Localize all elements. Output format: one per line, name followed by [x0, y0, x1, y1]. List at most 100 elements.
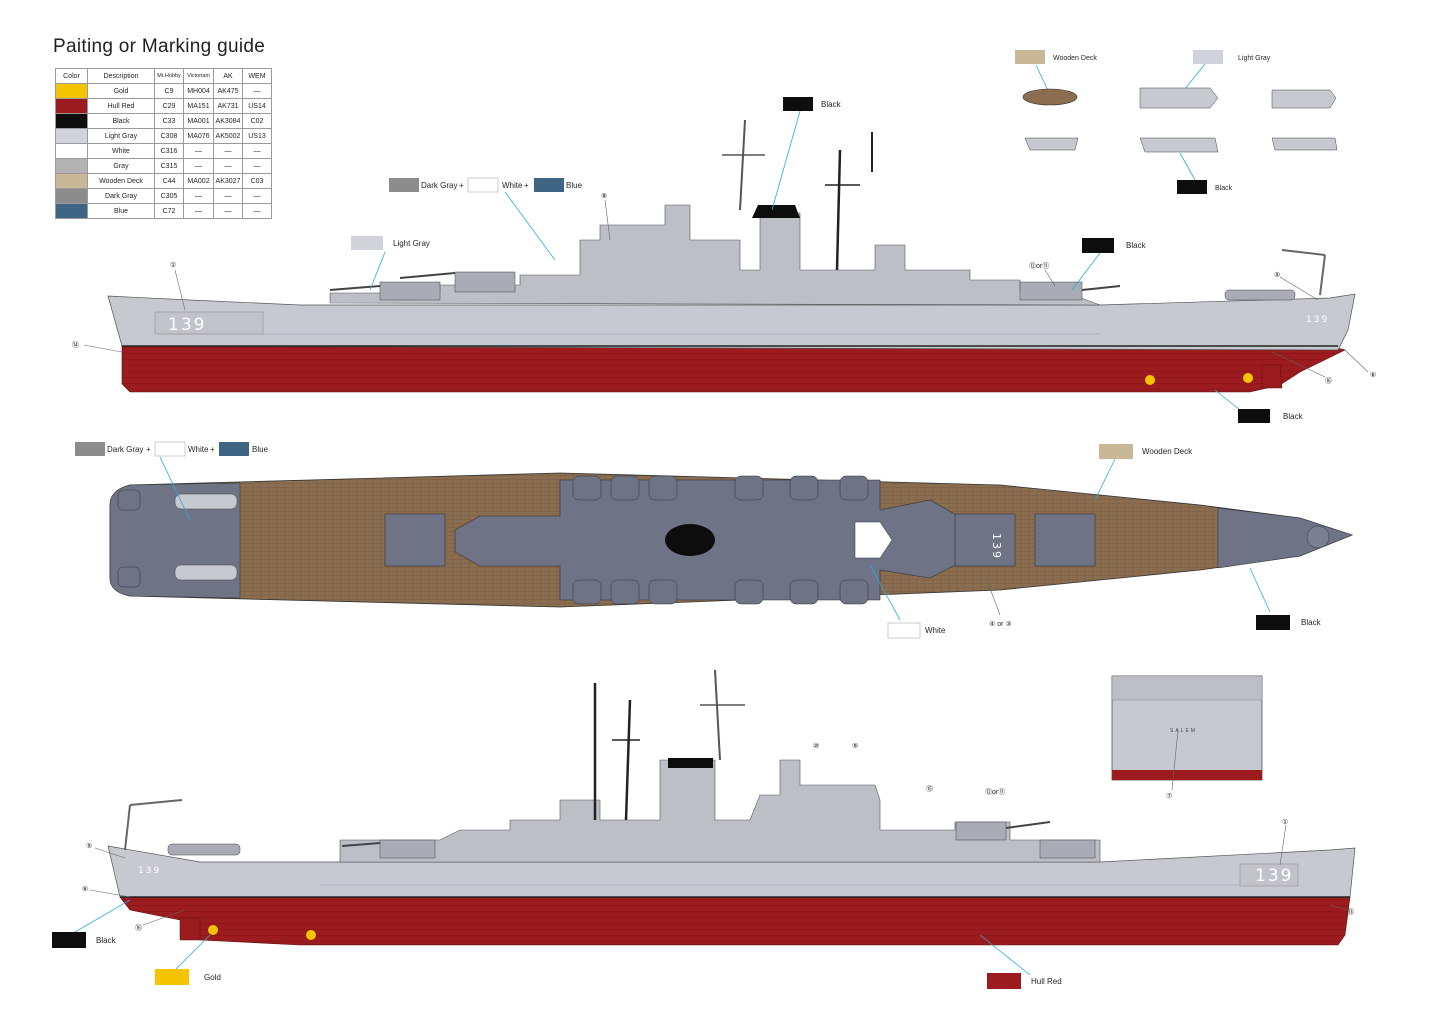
swatch-white-3: [887, 622, 921, 639]
swatch-chip: [56, 144, 87, 158]
hull-red-bottom: [119, 896, 1351, 946]
stern-inset: SALEM: [1111, 675, 1263, 781]
plus-1: +: [459, 181, 464, 190]
swatch-black-4: [1177, 180, 1207, 194]
numbered-callouts: ① ⑧ ⑫or⑪ ⑤ ⑭ ⑯ ⑥ ④ or ③ ⑩ ⑨ ⑮ ⑫or⑪ ① ⑦ ⑤…: [72, 192, 1376, 932]
stern-name: SALEM: [1170, 728, 1197, 734]
callout-16-bottom: ⑯: [135, 924, 142, 932]
swatch-black-6: [52, 932, 86, 948]
superstructure-top: [329, 204, 1101, 306]
turret-1-top: [379, 281, 441, 301]
label-black-2: Black: [1126, 241, 1147, 250]
label-light-gray-1: Light Gray: [393, 239, 430, 248]
color-table: Color Description Mr.Hobby Victoriam AK …: [55, 68, 272, 219]
callout-7: ⑦: [1166, 792, 1172, 800]
hull-number-bottom-stern: 139: [138, 866, 161, 876]
label-black-5: Black: [1301, 618, 1322, 627]
hull-gray-top: [107, 293, 1356, 351]
swatch-dark-gray-2: [75, 442, 105, 456]
callout-15: ⑮: [926, 785, 933, 793]
swatch-black-5: [1256, 615, 1290, 630]
swatch-wooden-deck-1: [1015, 50, 1045, 64]
cell-wem: —: [242, 83, 272, 99]
swatch-black-2: [1082, 238, 1114, 253]
hull-number-bottom: 139: [1255, 866, 1293, 886]
label-blue-1: Blue: [566, 181, 583, 190]
swatch-chip: [56, 189, 87, 203]
cell-mrhobby: C72: [154, 203, 184, 219]
callout-8: ⑧: [601, 192, 607, 200]
swatch-chip: [56, 114, 87, 128]
swatch-black-1: [783, 97, 813, 111]
swatch-light-gray-1: [351, 236, 383, 250]
callout-6-bottom: ⑥: [82, 885, 88, 893]
boats: [1022, 87, 1338, 153]
label-wooden-deck-1: Wooden Deck: [1053, 55, 1097, 62]
color-swatch: [55, 143, 88, 159]
swatch-dark-gray-1: [389, 178, 419, 192]
page-title: Paiting or Marking guide: [53, 36, 266, 57]
swatch-hull-red: [987, 973, 1021, 989]
hull-number-top: 139: [168, 315, 206, 335]
cell-wem: —: [242, 203, 272, 219]
swatch-chip: [56, 204, 87, 218]
swatch-black-3: [1238, 409, 1270, 423]
swatch-blue-2: [219, 442, 249, 456]
label-blue-2: Blue: [252, 445, 269, 454]
swatch-white-2: [154, 441, 186, 457]
swatch-white-1: [467, 177, 499, 193]
swatch-light-gray-2: [1193, 50, 1223, 64]
swatch-blue-1: [534, 178, 564, 192]
swatch-chip: [56, 174, 87, 188]
swatch-chip: [56, 129, 87, 143]
label-white-1: White: [502, 181, 523, 190]
plus-2: +: [524, 181, 529, 190]
cell-ak: —: [213, 203, 243, 219]
hull-red-top: [121, 345, 1346, 393]
bow-gray-deck: [1217, 507, 1353, 569]
callout-6-top: ⑥: [1370, 371, 1376, 379]
label-gold: Gold: [204, 973, 221, 982]
superstructure-bottom: [339, 759, 1101, 863]
label-white-2: White: [188, 445, 209, 454]
label-dark-gray-2: Dark Gray: [107, 445, 143, 454]
swatch-chip: [56, 159, 87, 173]
label-white-3: White: [925, 626, 946, 635]
callout-14: ⑭: [72, 341, 79, 349]
hull-number-top-bow: 139: [1306, 315, 1329, 325]
turret-2-top: [454, 271, 516, 293]
cell-victoriam: —: [183, 203, 214, 219]
label-black-3: Black: [1283, 412, 1304, 421]
callout-1-top: ①: [170, 261, 176, 269]
hull-number-deck: 139: [990, 533, 1003, 560]
swatch-wooden-deck-2: [1099, 444, 1133, 459]
callout-13: ⑬: [1347, 908, 1354, 916]
callout-10: ⑩: [813, 742, 819, 750]
color-swatch: [55, 83, 88, 99]
callout-9: ⑨: [852, 742, 858, 750]
color-swatch: [55, 188, 88, 204]
funnel-cap-top: [752, 205, 800, 218]
callout-4-3: ④ or ③: [989, 620, 1012, 628]
label-hull-red: Hull Red: [1031, 977, 1062, 986]
plus-4: +: [210, 445, 215, 454]
label-wooden-deck-2: Wooden Deck: [1142, 447, 1193, 456]
swatch-gold: [155, 969, 189, 985]
swatch-chip: [56, 99, 87, 113]
turret-3-top: [1019, 281, 1083, 301]
callout-12-11-top: ⑫or⑪: [1029, 262, 1049, 270]
callout-16-top: ⑯: [1325, 377, 1332, 385]
callout-5-bottom: ⑤: [86, 842, 92, 850]
label-black-1: Black: [821, 100, 842, 109]
label-dark-gray-1: Dark Gray: [421, 181, 457, 190]
plus-3: +: [146, 445, 151, 454]
callout-1-bottom: ①: [1282, 818, 1288, 826]
callout-5-top: ⑤: [1274, 271, 1280, 279]
swatch-chip: [56, 84, 87, 98]
